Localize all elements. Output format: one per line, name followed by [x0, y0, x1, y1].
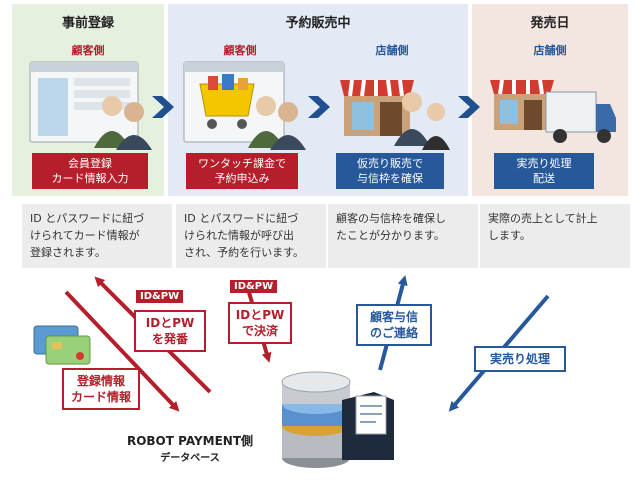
label-line: IDとPW	[235, 308, 285, 322]
phase-title: 予約販売中	[285, 16, 351, 31]
label-line: 登録情報	[76, 374, 125, 388]
settle-idpw-label: IDとPW で決済	[228, 302, 292, 344]
store-side-label: 店舗側	[533, 44, 567, 57]
chevron-right-icon	[152, 96, 174, 118]
issue-idpw-label: IDとPW を発番	[134, 310, 206, 352]
chevron-right-icon	[308, 96, 330, 118]
description-line: 顧客の与信枠を確保し	[336, 212, 446, 225]
step-line: ワンタッチ課金で	[198, 157, 286, 170]
step-line: 予約申込み	[214, 172, 270, 185]
phase-title: 発売日	[530, 16, 570, 31]
idpw-tag: ID&PW	[230, 280, 278, 293]
label-line: で決済	[241, 324, 278, 338]
description-line: され、予約を行います。	[184, 246, 305, 259]
actual-sale-label: 実売り処理	[474, 346, 566, 372]
description-line: ID とパスワードに紐づ	[184, 212, 299, 225]
step-actual-sale-delivery: 実売り処理 配送	[494, 153, 594, 189]
label-line: カード情報	[70, 390, 131, 404]
label-line: IDとPW	[145, 316, 195, 330]
description-line: けられた情報が呼び出	[184, 229, 294, 242]
idpw-tag: ID&PW	[136, 290, 184, 303]
delivery-truck-illustration	[490, 79, 616, 143]
step-line: 実売り処理	[516, 157, 572, 170]
description-credit: 顧客の与信枠を確保し たことが分かります。	[328, 204, 478, 268]
credit-card-icon	[33, 325, 91, 365]
database-title: ROBOT PAYMENT側	[126, 434, 254, 448]
credit-notice-label: 顧客与信 のご連絡	[356, 304, 432, 346]
step-member-registration: 会員登録 カード情報入力	[32, 153, 148, 189]
step-provisional-sale: 仮売り販売で 与信枠を確保	[336, 153, 444, 189]
label-line: を発番	[151, 332, 188, 346]
description-line: ID とパスワードに紐づ	[30, 212, 145, 225]
description-registration: ID とパスワードに紐づ けられてカード情報が 登録されます。	[22, 204, 172, 268]
chevron-right-icon	[458, 96, 480, 118]
step-one-touch-reservation: ワンタッチ課金で 予約申込み	[186, 153, 298, 189]
description-line: します。	[488, 229, 531, 242]
customer-side-label: 顧客側	[71, 44, 105, 57]
registration-info-label: 登録情報 カード情報	[62, 368, 140, 410]
store-side-label: 店舗側	[375, 44, 409, 57]
database-icon	[281, 371, 394, 468]
step-line: 配送	[533, 172, 555, 185]
description-line: 登録されます。	[30, 246, 106, 259]
database-subtitle: データベース	[160, 453, 220, 464]
customer-side-label: 顧客側	[223, 44, 257, 57]
label-line: 顧客与信	[369, 310, 418, 324]
shopping-cart-illustration	[183, 61, 306, 150]
storefront-illustration	[340, 79, 450, 150]
description-reservation: ID とパスワードに紐づ けられた情報が呼び出 され、予約を行います。	[176, 204, 326, 268]
registration-illustration	[29, 61, 152, 150]
arrow-register-to-db	[64, 290, 180, 412]
step-line: 会員登録	[68, 157, 112, 170]
label-line: のご連絡	[369, 326, 418, 340]
description-actual-sale: 実際の売上として計上 します。	[480, 204, 630, 268]
description-line: たことが分かります。	[336, 229, 445, 242]
step-line: カード情報入力	[51, 172, 129, 185]
description-line: けられてカード情報が	[30, 229, 140, 242]
description-line: 実際の売上として計上	[488, 212, 598, 225]
step-line: 仮売り販売で	[357, 157, 423, 170]
step-line: 与信枠を確保	[357, 172, 423, 185]
phase-title: 事前登録	[61, 16, 114, 31]
